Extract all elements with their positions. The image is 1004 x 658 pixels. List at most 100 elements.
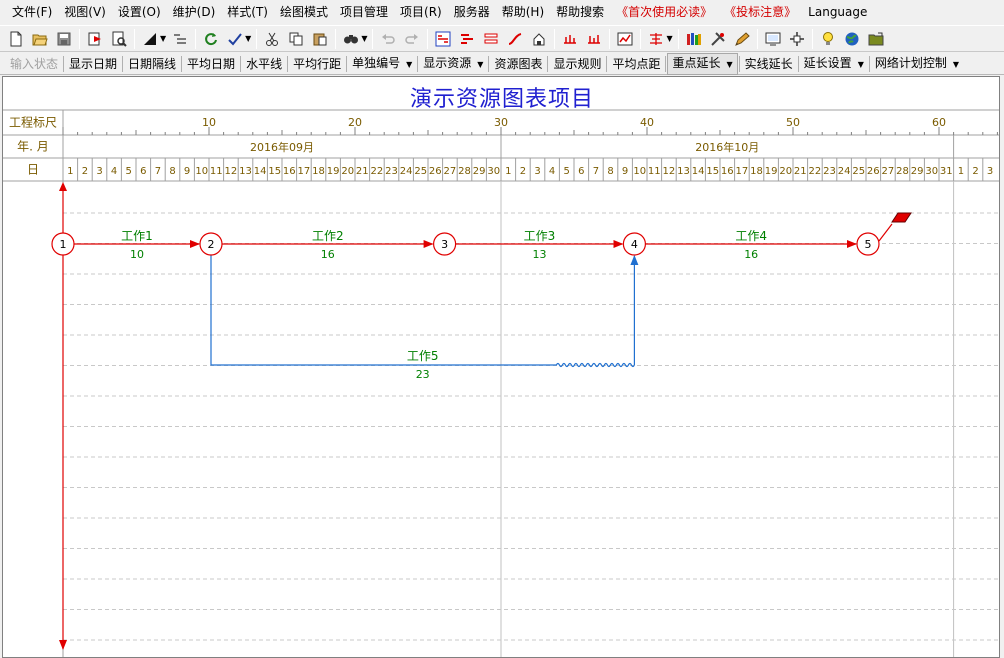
menu-item-5[interactable]: 绘图模式 [279,5,328,19]
toolbar2-button-10[interactable]: 平均点距 [608,54,664,74]
menu-item-3[interactable]: 维护(D) [172,5,216,19]
chevron-down-icon[interactable]: ▼ [245,34,252,43]
menu-item-6[interactable]: 项目管理 [340,5,389,19]
menu-item-11[interactable]: 《首次使用必读》 [616,5,713,19]
toolbar2-button-7[interactable]: 显示资源▼ [419,53,487,75]
menu-item-12[interactable]: 《投标注意》 [724,5,797,19]
flag-pole [878,223,893,242]
toolbar-separator [640,28,642,49]
split-button[interactable] [560,29,580,49]
refresh-button[interactable] [201,29,221,49]
day-label: 9 [184,166,190,177]
curve-button[interactable] [505,29,525,49]
toolbar2-button-9[interactable]: 显示规则 [549,54,605,74]
edit-button[interactable] [732,29,752,49]
toolbar2-button-1[interactable]: 显示日期 [65,54,121,74]
toolbar2-button-11[interactable]: 重点延长▼ [667,52,738,75]
toolbar2-label: 显示规则 [553,56,602,71]
day-label: 18 [750,166,763,177]
menu-item-9[interactable]: 帮助(H) [501,5,545,19]
menu-item-0[interactable]: 文件(F) [12,5,53,19]
chevron-down-icon[interactable]: ▼ [160,34,167,43]
toolbar2-button-12[interactable]: 实线延长 [741,54,797,74]
move-button[interactable] [787,29,807,49]
find-button[interactable] [341,29,361,49]
day-label: 13 [239,166,252,177]
bar-button[interactable] [457,29,477,49]
day-label: 7 [593,166,599,177]
print-preview-button[interactable] [109,29,129,49]
globe-button[interactable] [842,29,862,49]
toolbar2-button-4[interactable]: 水平线 [242,54,286,74]
chevron-down-icon[interactable]: ▼ [666,34,673,43]
export-button[interactable] [85,29,105,49]
month-label: 2016年09月 [250,140,314,154]
toolbar2-button-0[interactable]: 输入状态 [6,54,62,74]
undo-button[interactable] [378,29,398,49]
toolbar2-button-14[interactable]: 网络计划控制▼ [871,53,963,75]
toolbar2-button-2[interactable]: 日期隔线 [124,54,180,74]
copy-button[interactable] [286,29,306,49]
day-label: 3 [987,166,993,177]
toolbar2-label: 平均日期 [187,56,236,71]
resource-button[interactable] [481,29,501,49]
align-button[interactable] [646,29,666,49]
task-name: 工作1 [121,229,153,243]
day-label: 14 [254,166,267,177]
merge-button[interactable] [584,29,604,49]
paste-button[interactable] [310,29,330,49]
open-button[interactable] [30,29,50,49]
task-duration: 13 [533,248,547,261]
toolbar-separator [240,55,242,72]
save-button[interactable] [54,29,74,49]
toolbar-separator [738,55,740,72]
calendar-button[interactable] [615,29,635,49]
day-label: 29 [473,166,486,177]
align-icon [650,32,663,45]
screen-button[interactable] [763,29,783,49]
bulb-button[interactable] [818,29,838,49]
menu-item-8[interactable]: 服务器 [453,5,490,19]
menu-item-1[interactable]: 视图(V) [64,5,106,19]
menu-item-10[interactable]: 帮助搜索 [556,5,605,19]
chevron-down-icon: ▼ [726,59,733,69]
chevron-down-icon[interactable]: ▼ [361,34,368,43]
day-label: 3 [96,166,102,177]
folder-button[interactable] [866,29,886,49]
tools-button[interactable] [708,29,728,49]
cut-button[interactable] [262,29,282,49]
new-icon [10,31,22,46]
house-button[interactable] [529,29,549,49]
toolbar2-button-3[interactable]: 平均日期 [183,54,239,74]
toolbar2-button-13[interactable]: 延长设置▼ [800,53,868,75]
paste-icon [313,33,327,45]
day-label: 6 [140,166,146,177]
move-icon [789,31,804,46]
toolbar2-label: 实线延长 [744,56,793,71]
indent-button[interactable] [170,29,190,49]
books-icon [686,32,701,45]
toolbar2-button-5[interactable]: 平均行距 [289,54,345,74]
books-button[interactable] [684,29,704,49]
toolbar2-button-8[interactable]: 资源图表 [490,54,546,74]
toolbar-separator [63,55,65,72]
network-button[interactable] [433,29,453,49]
redo-button[interactable] [402,29,422,49]
toolbar2-button-6[interactable]: 单独编号▼ [348,53,416,75]
new-button[interactable] [6,29,26,49]
menu-item-13[interactable]: Language [808,5,868,19]
triangle-button[interactable] [140,29,160,49]
check-icon [228,32,242,45]
day-label: 5 [126,166,132,177]
toolbar-separator [756,28,758,49]
day-label: 28 [458,166,471,177]
check-button[interactable] [225,29,245,49]
menu-item-4[interactable]: 样式(T) [227,5,268,19]
menu-item-2[interactable]: 设置(O) [117,5,161,19]
menu-item-7[interactable]: 项目(R) [400,5,442,19]
toolbar2-label: 日期隔线 [128,56,177,71]
tools-icon [710,31,725,46]
